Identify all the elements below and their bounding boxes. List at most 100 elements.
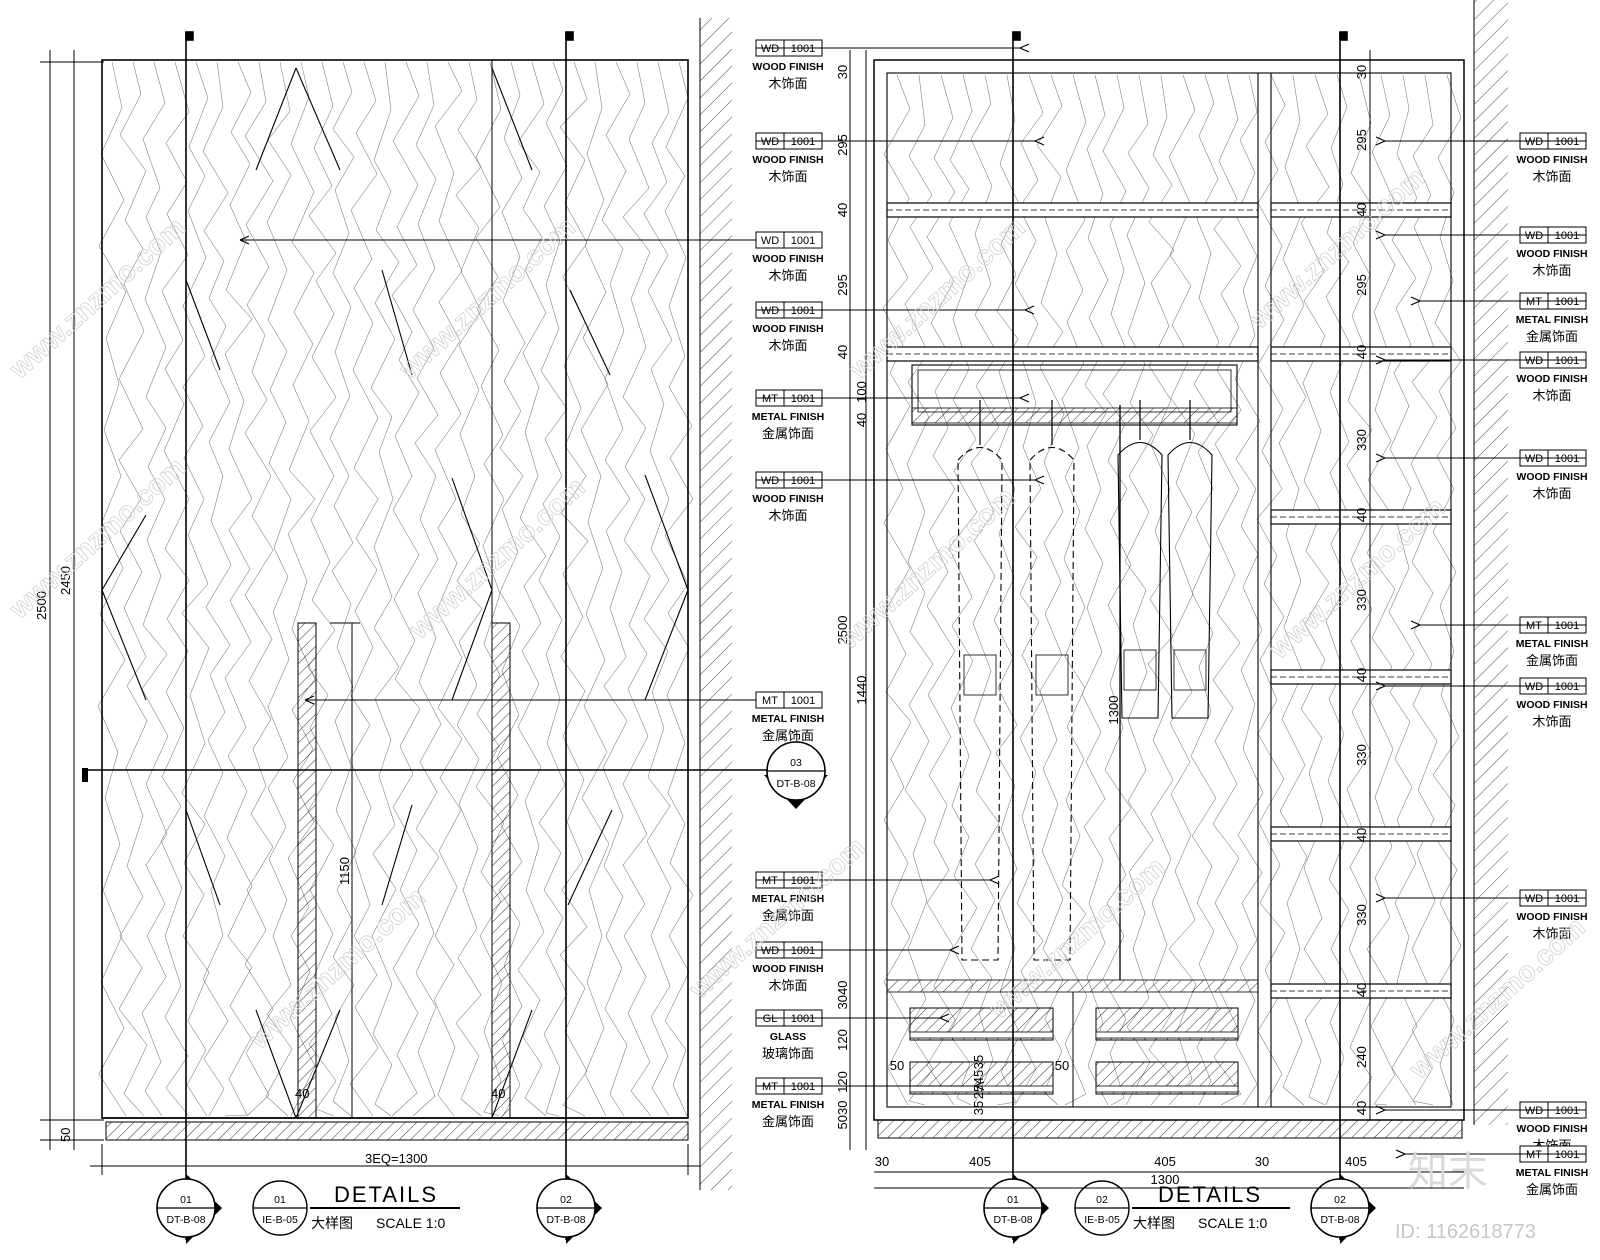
title-block-left: 01 IE-B-05 DETAILS 大样图 SCALE 1:0 [252,1180,460,1236]
dim-text: 330 [1354,429,1369,451]
tag-en: WOOD FINISH [1516,154,1587,166]
tag-en: WOOD FINISH [752,963,823,975]
tag-num: 1001 [791,475,815,487]
tag-code: WD [1525,355,1543,367]
tag-num: 1001 [791,1081,815,1093]
tag-num: 1001 [1555,620,1579,632]
tag-code: MT [762,393,778,405]
dim-text: 30 [875,1154,889,1169]
title-bubble-num: 01 [274,1194,286,1206]
bottom-bubble-left-2: 02 DT-B-08 [536,1174,602,1244]
tag-cn: 木饰面 [1532,388,1571,403]
grain-line [1278,74,1308,1106]
grain-line [580,61,610,1117]
grain-line [244,61,274,1117]
grain-line [1102,74,1132,1106]
bubble-ref: DT-B-08 [1320,1214,1359,1226]
bubble-num: 01 [1007,1194,1019,1206]
tag-num: 1001 [791,945,815,957]
id-label: ID: 1162618773 [1395,1221,1536,1243]
grain-line [370,61,400,1117]
tag-cn: 木饰面 [768,169,807,184]
tag-cn: 木饰面 [768,76,807,91]
tag-num-box [783,691,823,709]
grain-line [307,61,337,1117]
tag-code: WD [761,136,779,148]
grain-line [664,61,694,1117]
tag-num: 1001 [791,695,815,707]
bubble-ref: DT-B-08 [993,1214,1032,1226]
tag-num: 1001 [1555,296,1579,308]
tag-code: WD [761,475,779,487]
tag-code: MT [1526,620,1542,632]
tag-code: WD [761,305,779,317]
leader-arrow [1410,296,1421,306]
section-bubble-03-ref: DT-B-08 [776,778,815,790]
tag-cn: 金属饰面 [762,426,814,441]
tag-num: 1001 [791,393,815,405]
bottom-bubble-right-1: 01 DT-B-08 [983,1174,1049,1244]
grain-line [1081,74,1109,1106]
leader-arrow [1375,1105,1386,1115]
title-bubble-ref: IE-B-05 [262,1214,298,1226]
leader-arrow [1034,475,1045,485]
watermark-text: www.znzmo.com [243,881,431,1055]
bubble-ref: DT-B-08 [546,1214,585,1226]
shelves [886,202,1452,999]
dim-text: 330 [1354,589,1369,611]
tag-en: METAL FINISH [752,411,825,423]
tag-en: METAL FINISH [752,1099,825,1111]
tag-en: WOOD FINISH [752,493,823,505]
grain-line [1300,74,1330,1106]
tag-en: WOOD FINISH [1516,699,1587,711]
tag-en: METAL FINISH [1516,314,1589,326]
tag-code: MT [762,695,778,707]
leader-arrow [1410,620,1421,630]
dim-text: 40 [854,413,869,427]
tag-num: 1001 [791,1013,815,1025]
dim-text: 40 [1354,203,1369,217]
tag-code: WD [1525,453,1543,465]
grain-line [97,61,127,1117]
tag-code: GL [763,1013,778,1025]
dim-text: 35 [971,1055,986,1069]
tag-en: WOOD FINISH [1516,1123,1587,1135]
left-dimensions [40,50,700,1175]
grain-line [118,61,148,1117]
tag-en: WOOD FINISH [752,323,823,335]
tag-en: METAL FINISH [752,713,825,725]
tag-cn: 金属饰面 [1526,329,1578,344]
leader-arrow [1024,305,1035,315]
tag-num: 1001 [791,43,815,55]
dim-handle-height: 1150 [337,857,352,885]
leader-arrow [1034,136,1045,146]
grain-line [1388,74,1418,1106]
tag-num: 1001 [1555,453,1579,465]
wall-hatch-left [699,18,732,1190]
leader-arrow [1375,355,1386,365]
dim-handle-width-1: 40 [295,1086,309,1101]
leader-arrow [1395,1149,1406,1159]
tag-en: WOOD FINISH [1516,373,1587,385]
grain-line [1014,74,1044,1106]
tag-cn: 木饰面 [1532,926,1571,941]
grain-line [1346,74,1374,1106]
watermark-text: www.znzmo.com [3,451,191,625]
dim-text: 405 [1345,1154,1367,1169]
bottom-bubble-right-2: 02 DT-B-08 [1310,1174,1376,1244]
leader-arrow [304,695,315,705]
dim-text: 45 [971,1070,986,1084]
tag-num: 1001 [1555,355,1579,367]
section-bubble-03-num: 03 [790,757,802,769]
grain-line [455,61,483,1117]
leader-arrow [1019,43,1030,53]
handle-strip-1 [297,622,317,1119]
